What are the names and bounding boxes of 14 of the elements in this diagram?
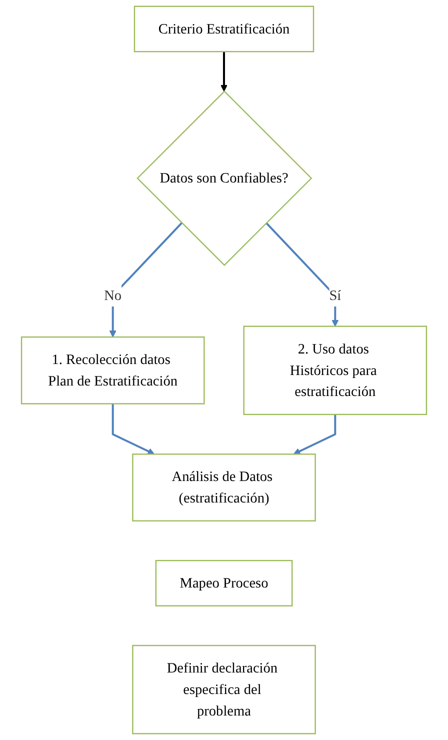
arrow: [112, 404, 155, 455]
node-box: Mapeo Proceso: [155, 560, 293, 606]
node-box: 2. Uso datos Históricos para estratificación: [243, 326, 428, 416]
node-box: Criterio Estratificación: [134, 6, 314, 52]
arrow: [109, 222, 182, 338]
node-box: 1. Recolección datos Plan de Estratificación: [20, 336, 205, 404]
arrow: [220, 52, 228, 92]
arrow: [266, 222, 339, 327]
node-box: Definir declaración especifica del problema: [132, 644, 316, 734]
node-diamond: Datos son Confiables?: [136, 90, 312, 266]
arrow: [293, 414, 336, 455]
edge-label: Sí: [329, 287, 342, 304]
node-box: Análisis de Datos (estratificación): [132, 454, 316, 522]
edge-label: No: [104, 287, 122, 304]
